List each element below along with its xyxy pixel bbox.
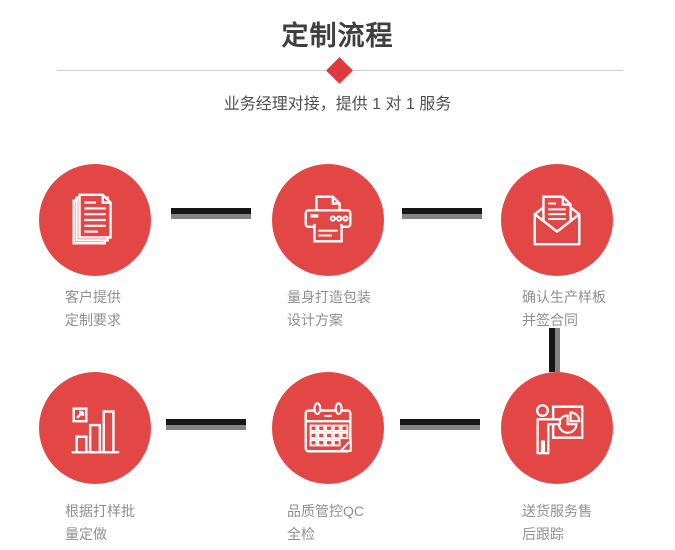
calendar-icon	[304, 402, 352, 453]
section-title: 定制流程	[281, 21, 394, 51]
step-circle-customer-requirements	[39, 164, 151, 276]
step-label-line: 全检	[287, 526, 315, 542]
connector-step5-step6	[400, 419, 480, 430]
step-label-line: 定制要求	[65, 312, 121, 328]
connector-step2-step3	[402, 208, 482, 219]
step-label-sample-contract: 确认生产样板 并签合同	[522, 286, 606, 332]
printer-icon	[304, 195, 352, 243]
step-label-packaging-design: 量身打造包装 设计方案	[287, 286, 371, 332]
connector-step3-step6	[549, 328, 560, 372]
step-label-line: 量定做	[65, 526, 107, 542]
section-subtitle: 业务经理对接，提供 1 对 1 服务	[223, 96, 452, 113]
step-label-line: 送货服务售	[522, 503, 592, 519]
step-label-customer-requirements: 客户提供 定制要求	[65, 286, 121, 332]
step-label-quality-control: 品质管控QC 全检	[287, 500, 364, 546]
step-label-line: 量身打造包装	[287, 289, 371, 305]
step-label-line: 客户提供	[65, 289, 121, 305]
step-label-line: 根据打样批	[65, 503, 135, 519]
step-label-line: 确认生产样板	[522, 289, 606, 305]
step-circle-sample-contract	[501, 164, 613, 276]
bar-chart-icon	[71, 407, 120, 454]
connector-step4-step5	[166, 419, 246, 430]
step-label-line: 品质管控QC	[287, 503, 364, 519]
documents-icon	[72, 193, 112, 245]
step-label-delivery-followup: 送货服务售 后跟踪	[522, 500, 592, 546]
step-label-line: 并签合同	[522, 312, 578, 328]
step-circle-batch-production	[39, 372, 151, 484]
presentation-icon	[535, 404, 584, 455]
envelope-icon	[533, 195, 581, 246]
connector-step1-step2	[171, 208, 251, 219]
step-circle-packaging-design	[272, 164, 384, 276]
step-label-line: 设计方案	[287, 312, 343, 328]
diamond-icon	[326, 57, 353, 84]
step-label-batch-production: 根据打样批 量定做	[65, 500, 135, 546]
step-circle-quality-control	[272, 372, 384, 484]
step-label-line: 后跟踪	[522, 526, 564, 542]
step-circle-delivery-followup	[501, 372, 613, 484]
